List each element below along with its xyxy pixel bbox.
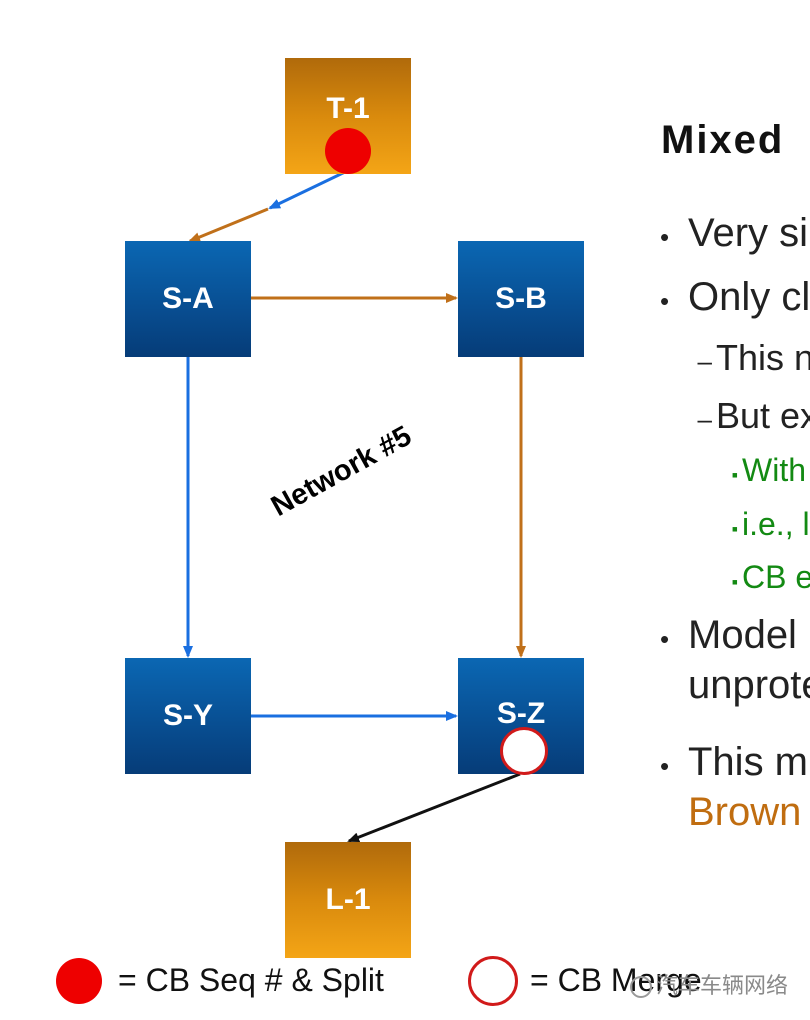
slide-title: Mixed [661, 118, 785, 162]
arrow-t1-sa-brown [188, 207, 269, 243]
node-l1: L-1 [285, 842, 411, 958]
node-t1-label: T-1 [326, 92, 370, 125]
watermark-text: 汽车车辆网络 [656, 973, 789, 998]
bullet-2-2-1: ▪With [731, 452, 806, 488]
arrow-t1-sa-blue [268, 170, 346, 210]
watermark-icon [630, 976, 652, 999]
bullet-2-2-3: ▪CB e [731, 559, 810, 595]
node-sa: S-A [125, 241, 251, 357]
arrow-sz-l1 [347, 772, 521, 843]
node-sz-label: S-Z [496, 697, 546, 730]
bullet-3-cont: unprote [688, 663, 810, 707]
bullet-2: •Only cl [660, 275, 810, 319]
bullet-4-cont: Brown [688, 790, 802, 834]
node-sb: S-B [458, 241, 584, 357]
bullet-1: •Very si [660, 211, 809, 255]
bullet-3: •Model [660, 613, 797, 657]
split-marker-icon [325, 128, 371, 174]
slide-bullets: •Very si •Only cl –This n –But ex ▪With … [660, 205, 810, 845]
node-sa-label: S-A [162, 282, 214, 315]
bullet-2-2: –But ex [697, 395, 810, 436]
merge-marker-icon [500, 727, 548, 775]
bullet-2-2-2: ▪i.e., l [731, 506, 810, 542]
node-sy: S-Y [125, 658, 251, 774]
legend-split-icon [56, 958, 102, 1004]
node-l1-label: L-1 [325, 883, 371, 916]
legend-split-label: = CB Seq # & Split [118, 962, 384, 998]
bullet-4: •This m [660, 740, 808, 784]
watermark: 汽车车辆网络 [630, 968, 788, 1000]
node-sb-label: S-B [495, 282, 547, 315]
node-sy-label: S-Y [162, 699, 213, 732]
legend-merge-label: = CB Merge [530, 962, 702, 998]
legend-merge-icon [468, 956, 518, 1006]
bullet-2-1: –This n [697, 337, 810, 378]
